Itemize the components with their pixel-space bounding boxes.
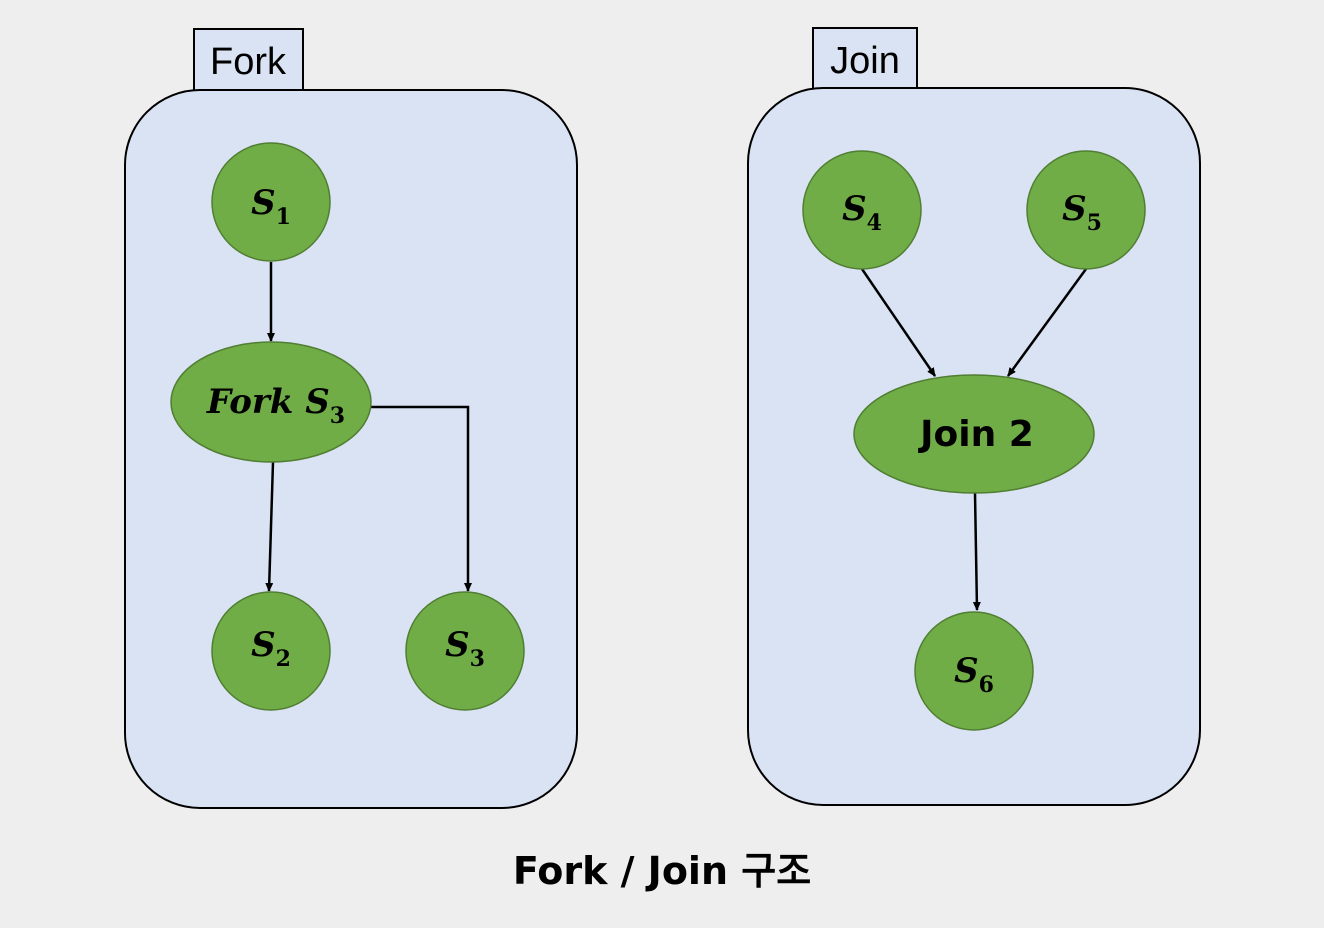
svg-text:S1: S1: [251, 183, 291, 230]
edge-fork-s3-to-s2: [265, 461, 275, 592]
join-tab-label: Join: [830, 40, 900, 82]
node-s3-sub: 3: [470, 646, 485, 672]
node-s3-var: S: [445, 625, 470, 665]
node-s1: S1: [211, 142, 331, 262]
node-s5-var: S: [1062, 189, 1087, 229]
fork-tab: [193, 28, 304, 94]
node-fork-s3-sub: 3: [330, 403, 345, 429]
join-edges: [860, 268, 1088, 611]
svg-text:S2: S2: [251, 625, 291, 672]
node-s6: S6: [914, 611, 1034, 731]
diagram-caption: Fork / Join 구조: [513, 849, 811, 893]
node-s5: S5: [1026, 150, 1146, 270]
edge-join2-to-s6: [972, 492, 981, 611]
edge-s4-to-join2: [860, 268, 937, 377]
node-s5-sub: 5: [1087, 210, 1102, 236]
svg-text:S3: S3: [445, 625, 485, 672]
join-tab: [812, 27, 918, 93]
node-join2: Join 2: [853, 374, 1095, 494]
node-s6-sub: 6: [979, 672, 994, 698]
node-s1-sub: 1: [276, 204, 291, 230]
svg-text:S4: S4: [842, 189, 882, 236]
node-s4: S4: [802, 150, 922, 270]
edge-fork-s3-to-s3: [370, 405, 472, 592]
svg-text:S6: S6: [954, 651, 994, 698]
node-s1-var: S: [251, 183, 276, 223]
node-join2-label: Join 2: [917, 414, 1034, 455]
node-s2-sub: 2: [276, 646, 291, 672]
node-s6-var: S: [954, 651, 979, 691]
svg-text:S5: S5: [1062, 189, 1102, 236]
node-s4-var: S: [842, 189, 867, 229]
node-s3: S3: [405, 591, 525, 711]
fork-container: [124, 89, 578, 809]
node-s2: S2: [211, 591, 331, 711]
fork-tab-label: Fork: [210, 41, 287, 83]
svg-text:Fork S3: Fork S3: [206, 382, 345, 429]
fork-edges: [265, 262, 472, 592]
node-fork-s3: Fork S3: [170, 341, 372, 463]
node-fork-s3-prefix: Fork: [206, 382, 305, 422]
node-s4-sub: 4: [867, 210, 882, 236]
node-s2-var: S: [251, 625, 276, 665]
node-fork-s3-var: S: [305, 382, 330, 422]
edge-s5-to-join2: [1006, 268, 1088, 377]
